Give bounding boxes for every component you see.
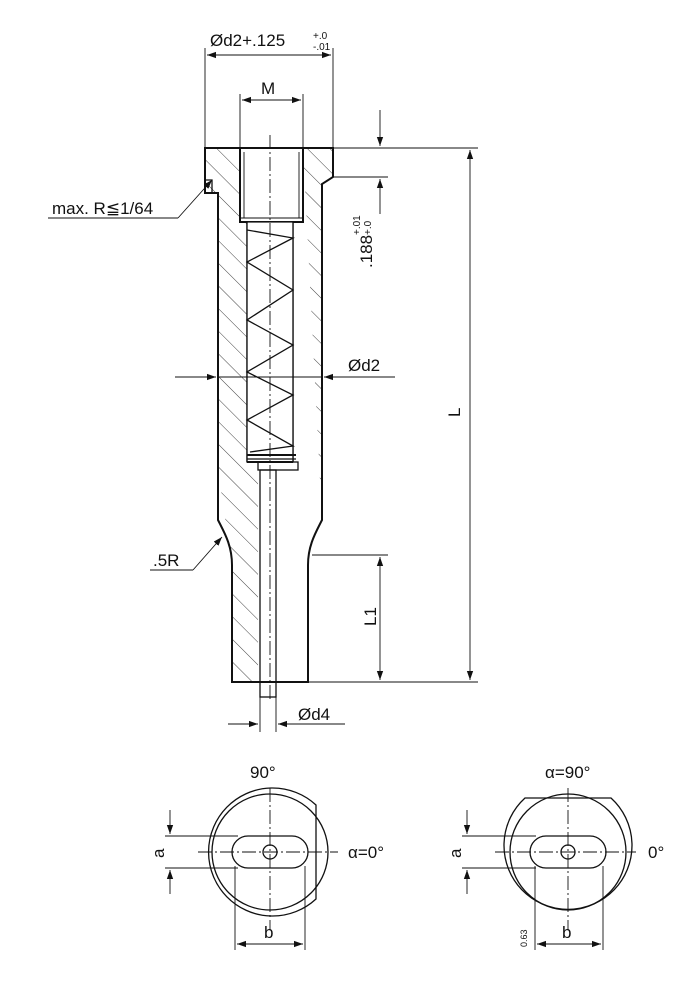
body-diameter-label: Ød2 — [348, 356, 380, 375]
tip-length-label: L1 — [361, 607, 380, 626]
right-slot — [529, 835, 607, 869]
end-view-left: 90° a b α=0° — [149, 763, 384, 950]
section-view — [204, 135, 334, 700]
right-dim-b: b — [562, 923, 571, 942]
right-dim-a: a — [446, 848, 465, 858]
top-width-tol-upper: +.0 — [313, 31, 328, 42]
radius-label: .5R — [153, 551, 179, 570]
end-view-right: α=90° a b 0.63 0° — [446, 763, 664, 950]
head-thickness-label: .188 — [357, 235, 376, 268]
ejector-pin — [259, 469, 277, 698]
tip-diameter-label: Ød4 — [298, 705, 330, 724]
thread-bore — [239, 148, 304, 223]
left-top-angle: 90° — [250, 763, 276, 782]
left-slot — [231, 835, 309, 869]
left-dim-b: b — [264, 923, 273, 942]
thread-label: M — [261, 79, 275, 98]
pin-head — [257, 461, 299, 471]
length-label: L — [445, 408, 464, 417]
top-width-label: Ød2+.125 — [210, 31, 285, 50]
right-small-value: 0.63 — [519, 929, 529, 947]
right-top-angle: α=90° — [545, 763, 590, 782]
right-hole — [560, 844, 576, 860]
spring — [245, 229, 296, 453]
right-inner-circle — [509, 793, 627, 911]
head-tol-upper: +.01 — [352, 215, 363, 235]
top-width-tol-lower: -.01 — [313, 42, 331, 53]
right-side-angle: 0° — [648, 843, 664, 862]
left-dim-a: a — [149, 848, 168, 858]
dimensions: Ød2+.125 +.0 -.01 M max. R≦1/64 .188 +.0… — [48, 31, 478, 732]
head-tol-lower: +.0 — [363, 220, 374, 235]
left-outer-circle — [207, 787, 317, 917]
left-side-angle: α=0° — [348, 843, 384, 862]
fillet-label: max. R≦1/64 — [52, 199, 153, 218]
left-inner-circle — [211, 793, 329, 911]
left-hole — [262, 844, 278, 860]
